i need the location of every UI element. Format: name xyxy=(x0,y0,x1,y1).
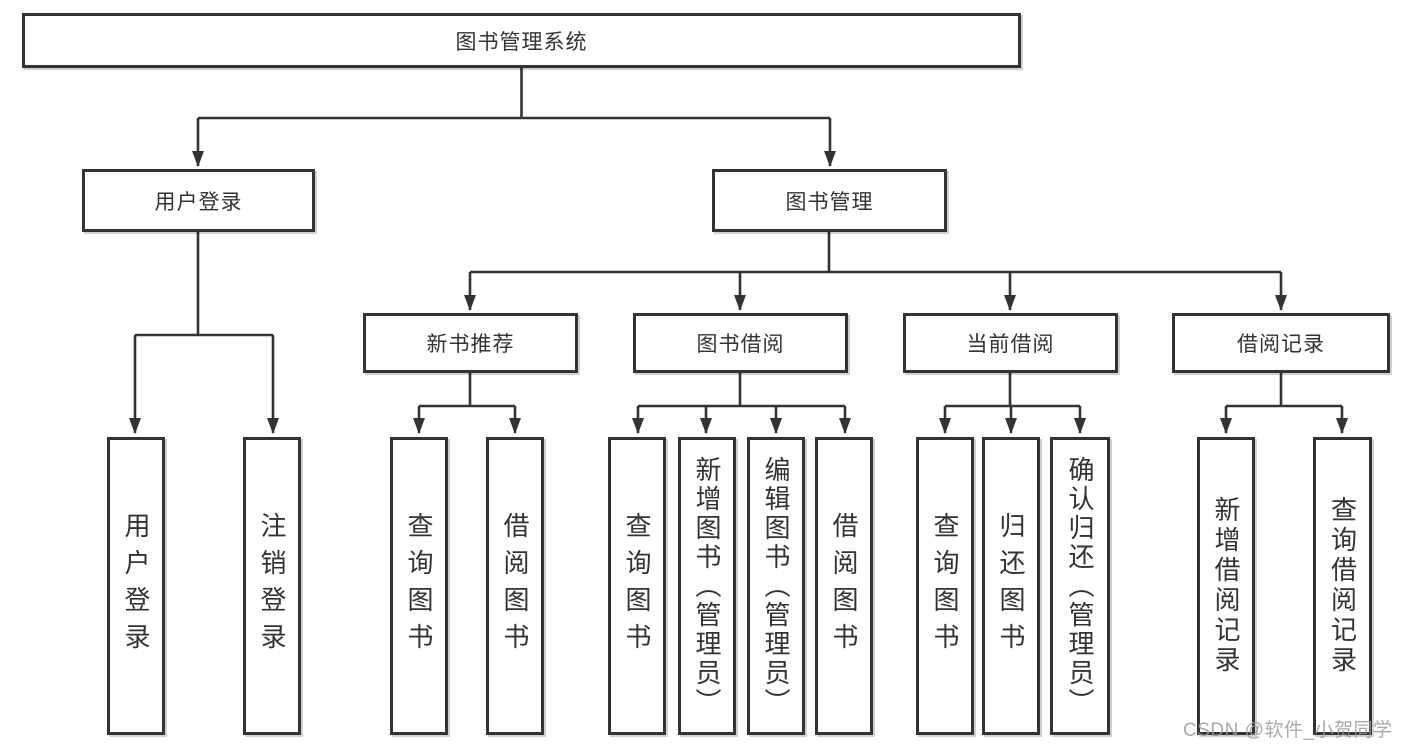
leaf-query-borrow-record: 查询借阅记录 xyxy=(1313,437,1372,735)
leaf-borrow-books-recommend: 借阅图书 xyxy=(486,437,544,735)
node-book-borrow: 图书借阅 xyxy=(633,313,848,373)
leaf-label: 归还图书 xyxy=(996,512,1026,660)
leaf-label: 注销登录 xyxy=(257,512,287,660)
leaf-label: 查询图书 xyxy=(404,512,434,660)
csdn-watermark: CSDN @软件_小贺同学 xyxy=(1183,720,1393,741)
node-borrow-records: 借阅记录 xyxy=(1172,313,1390,373)
leaf-label: 查询图书 xyxy=(622,512,652,660)
leaf-label: 查询借阅记录 xyxy=(1327,496,1358,676)
leaf-add-borrow-record: 新增借阅记录 xyxy=(1197,437,1255,735)
leaf-label: 新增图书（管理员） xyxy=(692,455,722,717)
leaf-label: 编辑图书（管理员） xyxy=(761,455,791,717)
leaf-label: 查询图书 xyxy=(930,512,960,660)
leaf-add-books-admin: 新增图书（管理员） xyxy=(678,437,736,735)
leaf-label: 借阅图书 xyxy=(829,512,859,660)
leaf-query-books-current: 查询图书 xyxy=(916,437,974,735)
leaf-borrow-books: 借阅图书 xyxy=(815,437,873,735)
node-user-login: 用户登录 xyxy=(82,169,315,232)
leaf-query-books-borrow: 查询图书 xyxy=(608,437,666,735)
leaf-label: 用户登录 xyxy=(121,512,151,660)
leaf-label: 借阅图书 xyxy=(500,512,530,660)
node-library-system: 图书管理系统 xyxy=(22,13,1021,68)
node-current-borrow: 当前借阅 xyxy=(903,313,1118,373)
node-new-book-recommend: 新书推荐 xyxy=(363,313,578,373)
leaf-label: 确认归还（管理员） xyxy=(1065,455,1095,717)
leaf-query-books-recommend: 查询图书 xyxy=(390,437,448,735)
leaf-label: 新增借阅记录 xyxy=(1211,496,1241,676)
leaf-user-login: 用户登录 xyxy=(107,437,165,735)
leaf-logout: 注销登录 xyxy=(243,437,301,735)
leaf-edit-books-admin: 编辑图书（管理员） xyxy=(747,437,805,735)
leaf-confirm-return-admin: 确认归还（管理员） xyxy=(1050,437,1110,735)
node-book-management: 图书管理 xyxy=(712,169,947,232)
leaf-return-books: 归还图书 xyxy=(982,437,1040,735)
